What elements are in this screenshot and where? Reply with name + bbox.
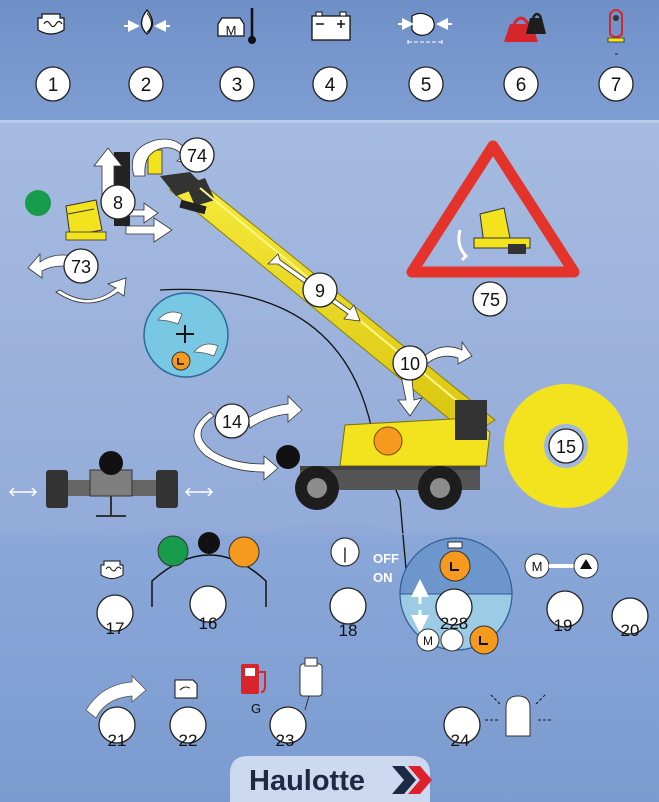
electric-plug-icon [299,657,323,711]
overload-weight-icon [504,12,546,42]
svg-text:73: 73 [71,257,91,277]
label-circle-9: 9 [302,272,338,308]
label-circle-18: 18 [329,587,367,640]
joystick-bubble [143,292,229,378]
svg-text:8: 8 [113,193,123,213]
svg-text:20: 20 [621,621,640,640]
svg-text:74: 74 [187,146,207,166]
label-circle-1: 1 [35,66,71,102]
brand-logo-text: Haulotte [249,765,365,797]
label-circle-23: 23 [269,706,307,750]
label-circle-7: 7 [598,66,634,102]
svg-text:9: 9 [315,281,325,301]
svg-text:24: 24 [451,731,470,750]
beacon-light-icon [484,693,552,737]
svg-text:M: M [532,559,543,574]
label-circle-8: 8 [100,184,136,220]
green-indicator [25,190,51,216]
label-circle-73: 73 [63,248,99,284]
svg-text:10: 10 [400,354,420,374]
svg-text:2: 2 [141,75,152,96]
label-circle-19: 19 [546,590,584,635]
speed-curve-arrow-icon [85,675,147,719]
label-circle-22: 22 [169,706,207,750]
machine-labels: 74 8 73 9 10 14 15 75 [63,137,584,464]
on-label: ON [373,570,393,585]
label-circle-16: 16 [189,585,227,633]
label-circle-20: 20 [611,597,649,640]
tilt-warning-triangle [406,140,580,278]
turret-rotation-arrows [193,395,303,481]
svg-text:14: 14 [222,412,242,432]
svg-text:4: 4 [325,75,336,96]
label-circle-10: 10 [392,345,428,381]
svg-text:23: 23 [276,731,295,750]
svg-text:7: 7 [611,75,622,96]
svg-text:16: 16 [199,614,218,633]
svg-text:22: 22 [179,731,198,750]
label-circle-21: 21 [98,706,136,750]
air-filter-icon [398,12,452,44]
svg-text:3: 3 [232,75,243,96]
platform-basket [65,199,107,241]
svg-text:18: 18 [339,621,358,640]
glow-plug-small-icon [100,560,124,579]
svg-text:19: 19 [554,616,573,635]
power-switch-icon: | [330,537,360,567]
label-circle-5: 5 [408,66,444,102]
svg-text:G: G [251,701,261,716]
svg-text:21: 21 [108,731,127,750]
label-circle-75: 75 [472,281,508,317]
label-circle-3: 3 [219,66,255,102]
label-circle-4: 4 [312,66,348,102]
engine-rotation-icon [174,679,198,699]
svg-text:15: 15 [556,437,576,457]
oil-pressure-icon [124,8,170,35]
black-indicator [276,445,300,469]
operator-harness-icon [607,9,625,55]
brand-chevron-icon [392,766,432,794]
svg-text:6: 6 [516,75,527,96]
svg-text:M: M [226,23,237,38]
engine-start-key-icon: M [524,553,599,579]
fuel-pump-icon: G [241,664,266,716]
label-circle-6: 6 [503,66,539,102]
svg-text:|: | [343,546,347,563]
svg-text:228: 228 [440,614,468,633]
label-circle-15: 15 [548,428,584,464]
label-circle-17: 17 [96,594,134,638]
svg-text:M: M [423,634,433,648]
brand-bar: Haulotte [230,756,432,802]
label-circle-24: 24 [443,706,481,750]
bottom-labels: 17 16 18 228 19 20 21 22 23 24 [96,585,649,750]
svg-text:75: 75 [480,290,500,310]
axle-diagram [8,451,214,517]
label-circle-228: 228 [435,588,473,633]
battery-charge-icon [311,11,351,41]
top-row-labels: 1 2 3 4 5 6 7 [35,66,634,102]
label-circle-2: 2 [128,66,164,102]
svg-text:1: 1 [48,75,59,96]
engine-temperature-icon: M [217,8,256,44]
label-circle-74: 74 [179,137,215,173]
label-circle-14: 14 [214,403,250,439]
svg-text:17: 17 [106,619,125,638]
machine-chassis [295,400,491,510]
lights-indicator-group [151,532,267,607]
off-label: OFF [373,551,399,566]
glow-plug-icon [37,13,65,35]
svg-text:5: 5 [421,75,432,96]
